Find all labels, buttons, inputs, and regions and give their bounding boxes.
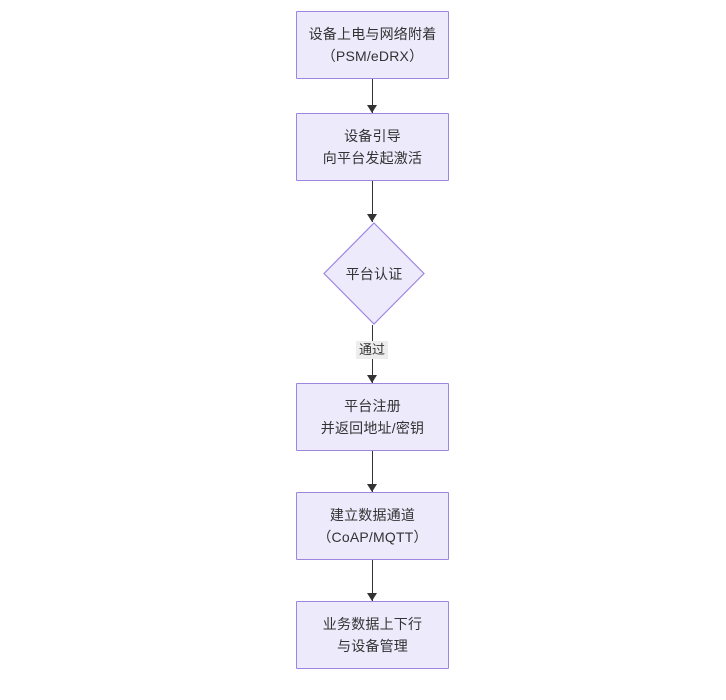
arrowhead-icon (367, 105, 377, 113)
arrowhead-icon (367, 214, 377, 222)
flowchart-node-data-channel[interactable]: 建立数据通道 （CoAP/MQTT） (296, 492, 449, 560)
node-label: 设备引导 向平台发起激活 (322, 128, 423, 166)
edge-line (372, 79, 373, 113)
edge-label-pass: 通过 (355, 341, 389, 359)
diamond-shape-icon (323, 222, 425, 325)
node-label: 业务数据上下行 与设备管理 (322, 616, 423, 654)
edge-line (372, 451, 373, 492)
edge-line (372, 560, 373, 601)
arrowhead-icon (367, 484, 377, 492)
flowchart-node-business-data[interactable]: 业务数据上下行 与设备管理 (296, 601, 449, 669)
node-label: 建立数据通道 （CoAP/MQTT） (317, 507, 428, 545)
node-label: 设备上电与网络附着 （PSM/eDRX） (308, 26, 437, 64)
flowchart-node-device-power-on[interactable]: 设备上电与网络附着 （PSM/eDRX） (296, 11, 449, 79)
node-label: 平台认证 (345, 265, 403, 282)
flowchart-node-device-bootstrap[interactable]: 设备引导 向平台发起激活 (296, 113, 449, 181)
flowchart-node-platform-auth-decision[interactable]: 平台认证 (323, 222, 425, 325)
arrowhead-icon (367, 593, 377, 601)
flowchart-node-platform-register[interactable]: 平台注册 并返回地址/密钥 (296, 383, 449, 451)
arrowhead-icon (367, 375, 377, 383)
node-label: 平台注册 并返回地址/密钥 (320, 398, 425, 436)
edge-line (372, 181, 373, 222)
